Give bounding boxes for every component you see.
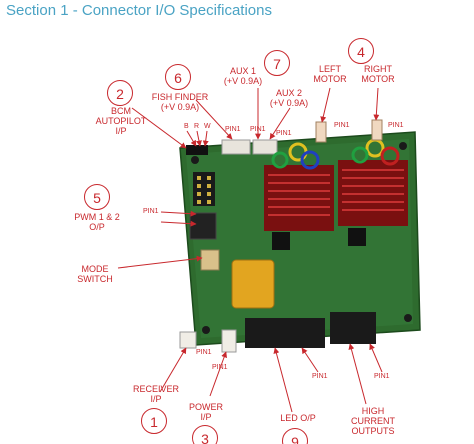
bcm-pin-w: W	[204, 123, 211, 130]
receiver-pin1: PIN1	[196, 349, 212, 356]
aux-connector	[252, 139, 278, 155]
led-pin1: PIN1	[312, 373, 328, 380]
high-current-pin1: PIN1	[374, 373, 390, 380]
receiver-connector	[179, 331, 197, 349]
fish-finder-pin1: PIN1	[225, 126, 241, 133]
led-label: LED O/P	[280, 413, 316, 423]
callout-number-7: 7	[264, 50, 290, 76]
mode-switch	[200, 249, 220, 271]
left-motor-pin1: PIN1	[334, 122, 350, 129]
mode-switch-label: MODE SWITCH	[77, 264, 113, 284]
power-label: POWER I/P	[188, 402, 223, 422]
fish-finder-connector	[221, 139, 251, 155]
bcm-label: BCM AUTOPILOT I/P	[95, 106, 147, 136]
left-motor-fuse	[315, 121, 327, 143]
capacitor	[231, 259, 275, 309]
power-pin1: PIN1	[212, 364, 228, 371]
callout-number-4: 4	[348, 38, 374, 64]
fish-finder-label: FISH FINDER (+V 0.9A)	[151, 92, 209, 112]
pwm-header	[193, 172, 215, 206]
right-motor-label: RIGHT MOTOR	[361, 64, 395, 84]
receiver-label: RECEIVER I/P	[132, 384, 179, 404]
high-current-header	[330, 312, 376, 344]
aux2-pin1: PIN1	[276, 130, 292, 137]
callout-number-1: 1	[141, 408, 167, 434]
aux1-label: AUX 1 (+V 0.9A)	[223, 66, 263, 86]
callout-number-3: 3	[192, 425, 218, 444]
bcm-pin-r: R	[194, 123, 200, 130]
high-current-label: HIGH CURRENT OUTPUTS	[351, 406, 395, 436]
bcm-pin-b: B	[184, 123, 189, 130]
callout-number-2: 2	[107, 80, 133, 106]
pwm-pin1: PIN1	[143, 208, 159, 215]
aux1-pin1: PIN1	[250, 126, 266, 133]
callout-number-5: 5	[84, 184, 110, 210]
led-header	[245, 318, 325, 348]
right-motor-pin1: PIN1	[388, 122, 404, 129]
power-connector	[221, 329, 237, 353]
pwm-label: PWM 1 & 2 O/P	[74, 212, 120, 232]
callout-number-6: 6	[165, 64, 191, 90]
bcm-connector	[186, 145, 208, 155]
aux2-label: AUX 2 (+V 0.9A)	[269, 88, 309, 108]
right-motor-fuse	[371, 119, 383, 141]
left-motor-label: LEFT MOTOR	[313, 64, 347, 84]
page-title: Section 1 - Connector I/O Specifications	[6, 2, 272, 19]
